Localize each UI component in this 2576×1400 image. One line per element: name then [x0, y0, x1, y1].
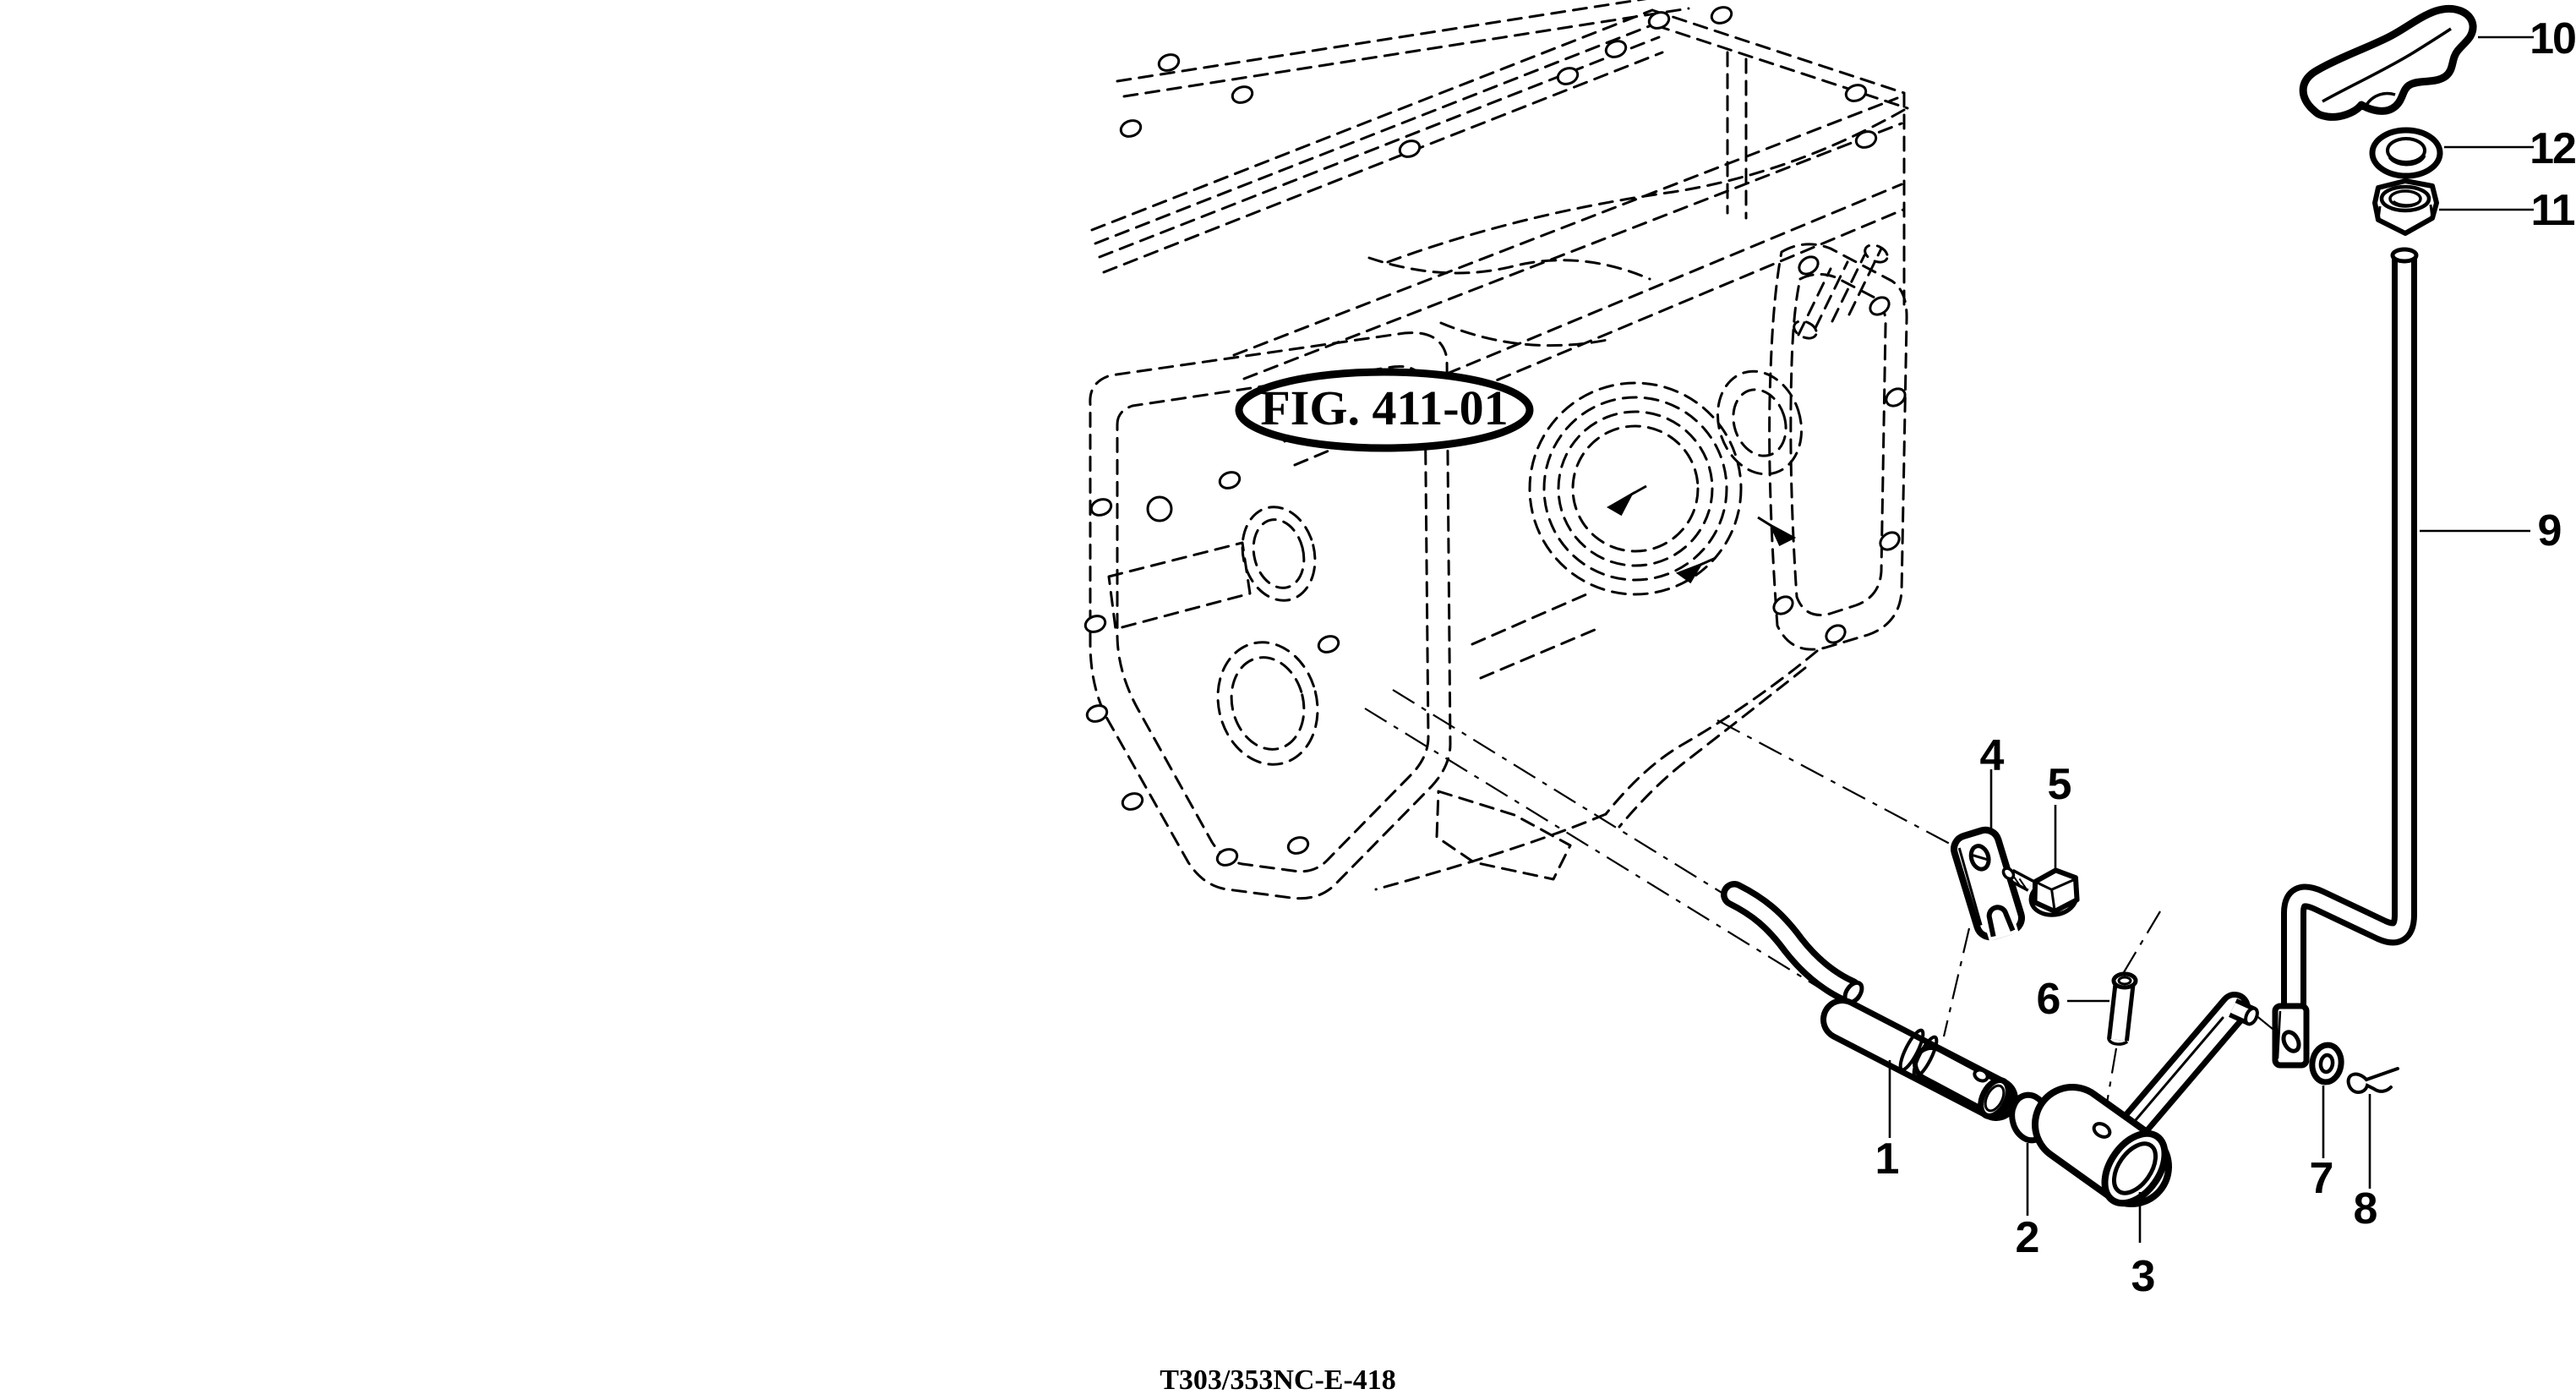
callout-label-1[interactable]: 1: [1875, 1135, 1900, 1184]
leader-lines: [1888, 36, 2534, 1243]
callout-label-5[interactable]: 5: [2047, 760, 2072, 809]
part-10-handle-grip: [2299, 4, 2477, 121]
part-8-snap-pin: [2346, 1067, 2399, 1094]
callout-label-8[interactable]: 8: [2353, 1184, 2378, 1233]
part-3-bell-crank: [2032, 992, 2259, 1207]
housing-arrows: [1606, 484, 1797, 584]
part-6-spring-pin: [2107, 971, 2138, 1046]
callout-label-9[interactable]: 9: [2537, 506, 2562, 555]
callout-label-7[interactable]: 7: [2309, 1154, 2334, 1203]
callout-label-3[interactable]: 3: [2131, 1252, 2156, 1301]
figure-label: FIG. 411-01: [1260, 380, 1509, 435]
part-9-control-rod: [2272, 247, 2419, 1069]
callout-label-4[interactable]: 4: [1979, 731, 2005, 780]
part-1-shift-lever: [1721, 881, 2018, 1121]
assembly-lines: [1364, 689, 2283, 1124]
callout-label-2[interactable]: 2: [2015, 1213, 2040, 1262]
callout-label-6[interactable]: 6: [2036, 975, 2061, 1024]
callout-label-10[interactable]: 10: [2530, 14, 2576, 63]
drawing-code: T303/353NC-E-418: [1160, 1364, 1396, 1396]
part-4-clevis-plate: [1951, 826, 2025, 942]
housing-bolt-holes: [1083, 6, 1907, 867]
rod-clevis-tab: [2272, 1003, 2310, 1069]
part-11-nut: [2372, 178, 2439, 236]
part-5-flange-bolt: [2001, 867, 2080, 917]
part-12-washer: [2369, 127, 2443, 179]
callout-label-12[interactable]: 12: [2530, 124, 2576, 173]
callout-label-11[interactable]: 11: [2530, 186, 2576, 235]
figure-badge-ellipse: [1235, 368, 1534, 452]
housing-drawing: [1089, 0, 1909, 900]
part-7-washer: [2309, 1042, 2344, 1086]
